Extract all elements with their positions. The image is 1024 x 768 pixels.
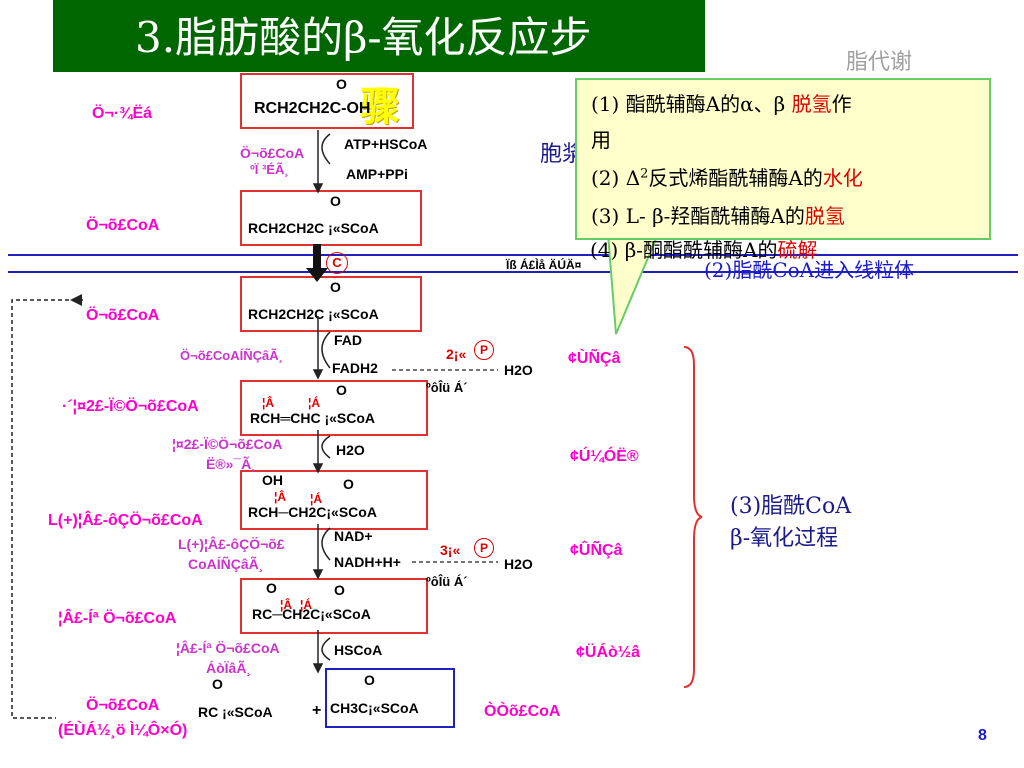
- title-bar: 3.脂肪酸的β-氧化反应步: [53, 0, 705, 72]
- struct-o-1: O: [336, 76, 347, 92]
- alpha-marker-1: ¦Á: [308, 396, 321, 410]
- struct-o-4: O: [336, 382, 347, 398]
- reagent-nad: NAD+: [334, 528, 373, 544]
- label-ketoacyl-coa: ¦Â£-Íª Ö¬õ£CoA: [58, 610, 177, 627]
- phosphate-icon-2: P: [474, 538, 494, 558]
- box-enoyl: [240, 380, 428, 436]
- reagent-amp: AMP+PPi: [346, 166, 408, 182]
- reagent-fad: FAD: [334, 332, 362, 348]
- struct-fatty-acid: RCH2CH2C-OH: [254, 100, 371, 117]
- struct-enoyl: RCH═CHC ¡«SCoA: [250, 410, 376, 426]
- transport-arrow: [306, 244, 328, 282]
- reagent-hscoa: HSCoA: [334, 642, 383, 658]
- callout-line-1: (1) 酯酰辅酶A的α、β 脱氢作: [591, 92, 852, 116]
- struct-acyl-coa-2: RCH2CH2C ¡«SCoA: [248, 306, 379, 322]
- resp-chain-2: ºôÎü Á´: [426, 574, 468, 589]
- enzyme-3b: Ë®»¯Ã¸: [206, 456, 256, 472]
- struct-acetyl: CH3C¡«SCoA: [330, 700, 419, 716]
- beta-ox-label-2: β-氧化过程: [730, 526, 839, 551]
- struct-hydroxy: RCH─CH2C¡«SCoA: [248, 504, 377, 520]
- box-acyl-coa-2: [240, 276, 422, 332]
- callout-line-2: (2) Δ2反式烯酯酰辅酶A的水化: [591, 166, 863, 190]
- beta-marker-2: ¦Â: [274, 490, 287, 504]
- carnitine-circle: C: [326, 252, 348, 274]
- struct-oh: OH: [262, 472, 283, 488]
- resp-h2o-1: H2O: [504, 362, 533, 378]
- struct-o-7: O: [334, 582, 345, 598]
- struct-plus: +: [312, 702, 322, 719]
- resp-p3-circle: P: [474, 538, 494, 558]
- box-acyl-coa-1: [240, 190, 422, 246]
- label-fatty-acid: Ö¬·¾Ëá: [92, 105, 153, 122]
- beta-marker-1: ¦Â: [262, 396, 275, 410]
- enzyme-1a: Ö¬õ£CoA: [240, 145, 305, 161]
- recycle-loop: [11, 294, 83, 719]
- enzyme-4a: L(+)¦Â£-ôÇÖ¬õ£: [178, 536, 285, 552]
- struct-keto: RC─CH2C¡«SCoA: [252, 606, 371, 622]
- reagent-atp: ATP+HSCoA: [344, 136, 428, 152]
- box-fatty-acid: [240, 73, 414, 129]
- beta-marker-3: ¦Â: [280, 598, 293, 612]
- callout-line-4: (4) β-酮酯酰辅酶A的硫解: [590, 238, 818, 262]
- struct-acyl-coa-1: RCH2CH2C ¡«SCoA: [248, 220, 379, 236]
- corner-label: 脂代谢: [846, 50, 913, 75]
- struct-o-6: O: [266, 580, 277, 596]
- callout-line-3: (3) L- β-羟酯酰辅酶A的脱氢: [591, 204, 845, 228]
- struct-o-3: O: [330, 279, 341, 295]
- alpha-marker-3: ¦Á: [300, 598, 313, 612]
- label-enoyl-coa: ·´¦¤2£-Ï©Ö¬õ£CoA: [62, 398, 199, 415]
- struct-o-5: O: [343, 476, 354, 492]
- box-acetyl: [325, 668, 455, 728]
- callout-line-1b: 用: [591, 128, 611, 152]
- box-keto: [240, 578, 428, 634]
- struct-short-acyl: RC ¡«SCoA: [198, 704, 273, 720]
- label-short-acyl-note: (ÉÙÁ½¸ö Ì¼Ô­×Ó): [58, 722, 188, 739]
- alpha-marker-2: ¦Á: [310, 492, 323, 506]
- step-label-4: ¢ÜÁò½â: [576, 644, 641, 661]
- enzyme-1b: ºÏ ³ÉÃ¸: [250, 162, 289, 177]
- carnitine-c-label: C: [332, 255, 342, 270]
- beta-ox-label-1: (3)脂酰CoA: [730, 494, 852, 519]
- struct-o-2: O: [330, 193, 341, 209]
- step-callout: (1) 酯酰辅酶A的α、β 脱氢作 用 (2) Δ2反式烯酯酰辅酶A的水化 (3…: [575, 78, 991, 240]
- resp-p3-count: 3¡«: [440, 542, 461, 558]
- reaction-arrows: [312, 130, 331, 674]
- mitochondria-label: (2)脂酰CoA进入线粒体: [704, 258, 915, 282]
- carnitine-label: Ïß Á£Ìå ÄÚÄ¤: [506, 258, 582, 272]
- acetyl-coa-label: ÒÒõ£CoA: [484, 703, 561, 720]
- reagent-nadh: NADH+H+: [334, 554, 401, 570]
- enzyme-3a: ¦¤2£-Ï©Ö¬õ£CoA: [172, 436, 283, 452]
- page-number: 8: [978, 727, 987, 744]
- title-overflow-char: 骤: [360, 83, 400, 130]
- resp-h2o-2: H2O: [504, 556, 533, 572]
- dashed-arrows-resp: [392, 369, 498, 563]
- struct-o-8: O: [212, 676, 223, 692]
- enzyme-2: Ö¬õ£CoAÍÑÇâÃ¸: [180, 348, 283, 363]
- step-label-1: ¢ÙÑÇâ: [568, 350, 621, 367]
- step-label-3: ¢ÛÑÇâ: [570, 542, 623, 559]
- label-acyl-coa-1: Ö¬õ£CoA: [86, 217, 160, 234]
- resp-p2-circle: P: [474, 340, 494, 360]
- phosphate-icon-1: P: [474, 340, 494, 360]
- resp-p2-count: 2¡«: [446, 346, 467, 362]
- label-short-acyl-coa: Ö¬õ£CoA: [86, 697, 160, 714]
- reagent-h2o-1: H2O: [336, 442, 365, 458]
- struct-o-9: O: [364, 672, 375, 688]
- step-label-2: ¢Ú¼ÓË®: [570, 448, 639, 465]
- enzyme-5b: ÁòÏâÃ¸: [206, 660, 252, 676]
- label-hydroxyacyl-coa: L(+)¦Â£-ôÇÖ¬õ£CoA: [48, 512, 203, 529]
- label-acyl-coa-2: Ö¬õ£CoA: [86, 307, 160, 324]
- brace-icon: [683, 346, 703, 688]
- reagent-fadh2: FADH2: [332, 360, 378, 376]
- box-hydroxy: [240, 470, 428, 530]
- resp-chain-1: ºôÎü Á´: [426, 380, 468, 395]
- page-title: 3.脂肪酸的β-氧化反应步: [135, 13, 592, 62]
- enzyme-4b: CoAÍÑÇâÃ¸: [188, 556, 264, 572]
- membrane-line-1: [8, 254, 1018, 256]
- enzyme-5a: ¦Â£-Íª Ö¬õ£CoA: [176, 640, 280, 656]
- membrane-line-2: [8, 271, 1018, 273]
